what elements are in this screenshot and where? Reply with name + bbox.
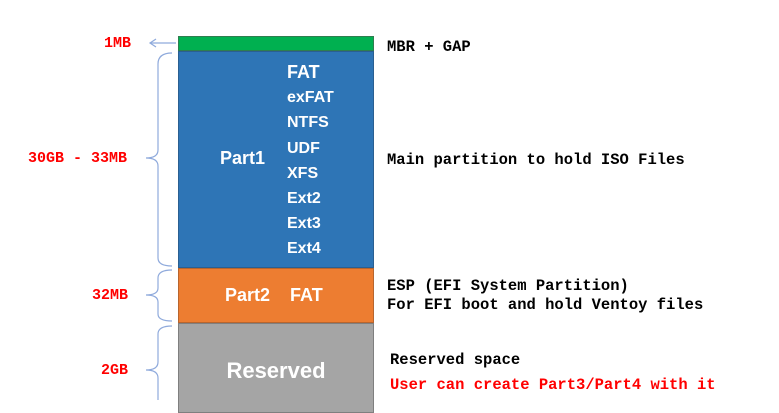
mbr-gap-segment [178,36,374,51]
part2-description-line1: ESP (EFI System Partition) [387,277,629,295]
part2-brace [145,269,173,322]
filesystem-item: Ext4 [287,240,321,258]
reserved-description-line1: Reserved space [390,351,521,369]
filesystem-item: exFAT [287,89,334,107]
mbr-description: MBR + GAP [387,38,471,56]
part1-brace [145,52,173,267]
reserved-label: Reserved [226,358,326,383]
filesystem-item: Ext3 [287,215,321,233]
reserved-size-label: 2GB [100,362,128,379]
part1-description: Main partition to hold ISO Files [387,151,685,169]
filesystem-item: XFS [287,164,319,182]
mbr-size-label: 1MB [103,35,131,52]
part1-segment [178,51,374,268]
part2-size-label: 32MB [91,287,128,304]
filesystem-item: FAT [287,62,320,82]
part1-label: Part1 [220,148,266,168]
filesystem-list: FAT exFAT NTFS UDF XFS Ext2 Ext3 Ext4 [287,60,367,262]
filesystem-item: UDF [287,139,320,157]
part1-size-label: 30GB - 33MB [27,150,127,167]
part2-label: Part2 FAT [225,285,323,305]
part2-description-line2: For EFI boot and hold Ventoy files [387,296,704,314]
bracket-lines [145,38,176,400]
filesystem-item: NTFS [287,114,329,132]
part2-segment [178,268,374,323]
reserved-brace [145,325,173,400]
mbr-size-arrow [148,38,176,48]
filesystem-item: Ext2 [287,189,321,207]
reserved-description-line2: User can create Part3/Part4 with it [390,376,716,394]
